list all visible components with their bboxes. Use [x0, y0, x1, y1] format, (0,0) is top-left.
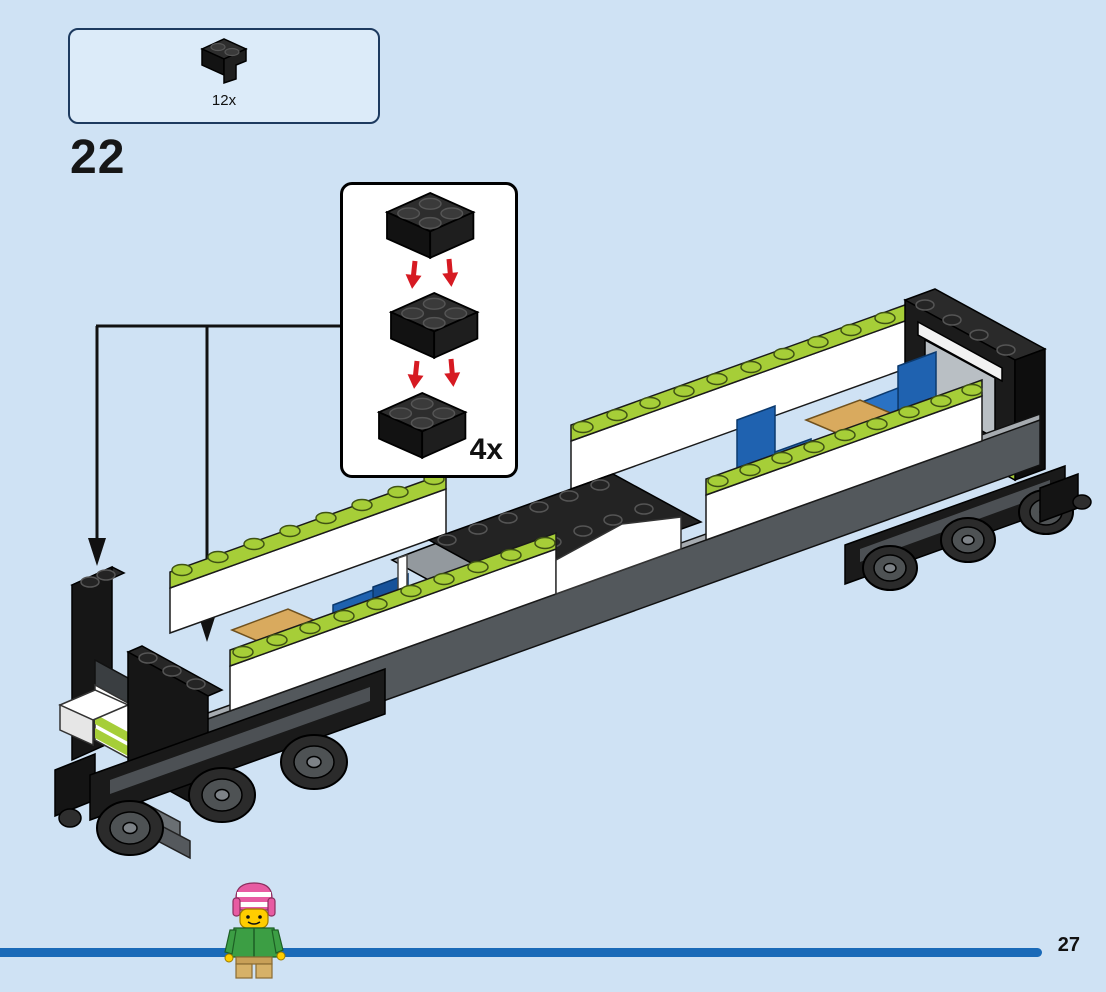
beanie-hat [232, 882, 276, 917]
child-minifigure-icon [224, 882, 286, 979]
subassembly-count-label: 4x [469, 433, 503, 466]
head [239, 908, 269, 929]
wheel-bogie-right [844, 464, 1092, 591]
buffer-disc [58, 808, 82, 828]
buffer-beam [54, 752, 96, 818]
wheel [188, 767, 256, 823]
legs [235, 956, 273, 979]
window-frame [917, 320, 1003, 383]
wheel [862, 545, 918, 591]
wheel-bogie-left [89, 667, 386, 856]
progress-bar [0, 948, 1042, 957]
page-number: 27 [1057, 934, 1080, 956]
step-number: 22 [70, 131, 126, 184]
buffer-disc [1072, 494, 1092, 510]
hood-front [59, 703, 94, 747]
stack-arrow-icon [406, 360, 425, 390]
hand [276, 951, 286, 961]
black-angle-brick-icon [378, 392, 467, 459]
hand [224, 953, 234, 963]
black-angle-brick-icon [386, 192, 475, 259]
torso-jacket [224, 927, 286, 963]
wheel [96, 800, 164, 856]
part-count-label: 12x [211, 92, 237, 109]
arm [224, 929, 237, 955]
wheel [940, 517, 996, 563]
parts-callout: 12x [68, 28, 380, 124]
black-angle-brick-icon [390, 292, 479, 359]
black-bracket-brick-icon [200, 38, 248, 85]
near-wall-left [229, 531, 557, 713]
stack-arrow-icon [441, 258, 460, 288]
stack-arrow-icon [443, 358, 462, 388]
near-wall-right [705, 378, 983, 542]
wheel [280, 734, 348, 790]
stack-arrow-icon [404, 260, 423, 290]
door-panel [555, 516, 682, 596]
arm [271, 929, 284, 954]
subassembly-callout: 4x [340, 182, 518, 478]
subassembly-diagram [378, 192, 479, 459]
